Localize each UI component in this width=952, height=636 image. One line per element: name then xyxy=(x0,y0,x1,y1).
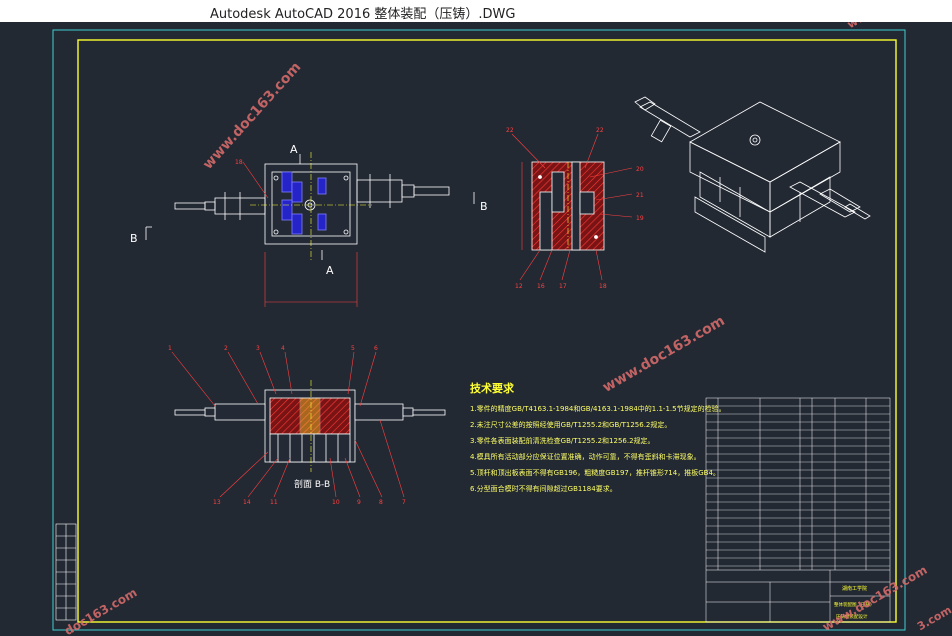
callout-10: 10 xyxy=(332,499,340,506)
callout-3: 3 xyxy=(256,345,260,352)
callout-16: 16 xyxy=(537,283,545,290)
callout-18-top: 18 xyxy=(235,159,243,166)
callout-6: 6 xyxy=(374,345,378,352)
isometric-view xyxy=(634,96,871,253)
side-view-leaders xyxy=(511,133,633,281)
callout-21: 21 xyxy=(636,192,644,199)
callout-13: 13 xyxy=(213,499,221,506)
callout-5: 5 xyxy=(351,345,355,352)
section-a-label-bottom: A xyxy=(326,264,334,277)
section-b-label-left: B xyxy=(130,232,138,245)
side-view xyxy=(521,161,605,251)
section-bb-leaders xyxy=(171,351,405,498)
tech-notes-title: 技术要求 xyxy=(470,382,514,395)
tech-note-6: 6.分型面合模时不得有间隙超过GB1184要求。 xyxy=(470,485,617,493)
title-block-company: 湖南工学院 xyxy=(842,585,867,592)
callout-22a: 22 xyxy=(506,127,514,134)
section-bb-caption: 剖面 B-B xyxy=(294,478,330,490)
callout-8: 8 xyxy=(379,499,383,506)
margin-table xyxy=(55,523,77,621)
tech-note-3: 3.零件各表面装配前清洗检查GB/T1255.2和1256.2规定。 xyxy=(470,437,655,445)
callout-18-side: 18 xyxy=(599,283,607,290)
drawing-svg: A A B B 18 22 xyxy=(52,29,906,631)
section-bb-view xyxy=(174,380,446,472)
callout-11: 11 xyxy=(270,499,278,506)
window-titlebar: Autodesk AutoCAD 2016 整体装配（压铸）.DWG xyxy=(0,0,952,22)
tech-note-5: 5.顶杆和顶出板表面不得有GB196，粗糙度GB197，推杆锥形714，推板GB… xyxy=(470,469,720,477)
callout-19: 19 xyxy=(636,215,644,222)
callout-22b: 22 xyxy=(596,127,604,134)
section-b-label-mid: B xyxy=(480,200,488,213)
parts-list-rows xyxy=(706,405,890,567)
top-view xyxy=(174,152,450,307)
drawing-canvas[interactable]: A A B B 18 22 xyxy=(0,22,952,636)
callout-14: 14 xyxy=(243,499,251,506)
callout-4: 4 xyxy=(281,345,285,352)
callout-20: 20 xyxy=(636,166,644,173)
title-block-drawing-name: 整体装配图（压铸） xyxy=(834,601,875,608)
callout-12: 12 xyxy=(515,283,523,290)
tech-note-2: 2.未注尺寸公差的按照经使用GB/T1255.2和GB/T1256.2规定。 xyxy=(470,421,672,429)
callout-9: 9 xyxy=(357,499,361,506)
title-block-sheet-caption: 压铸模装配设计 xyxy=(836,613,868,620)
inner-frame xyxy=(77,39,897,623)
window-title: Autodesk AutoCAD 2016 整体装配（压铸）.DWG xyxy=(210,7,516,22)
tech-note-4: 4.模具所有活动部分应保证位置准确，动作可靠，不得有歪斜和卡滞现象。 xyxy=(470,453,701,461)
callout-2: 2 xyxy=(224,345,228,352)
callout-17: 17 xyxy=(559,283,567,290)
tech-note-1: 1.零件的精度GB/T4163.1-1984和GB/4163.1-1984中的1… xyxy=(470,405,726,413)
callout-1: 1 xyxy=(168,345,172,352)
section-a-label: A xyxy=(290,143,298,156)
outer-border xyxy=(52,29,906,631)
callout-7: 7 xyxy=(402,499,406,506)
